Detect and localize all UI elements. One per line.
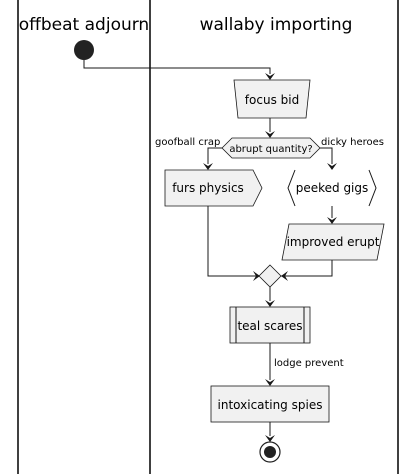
swimlane-title-2: wallaby importing: [200, 15, 353, 35]
arrowhead: [253, 271, 260, 281]
arrowhead: [281, 271, 288, 281]
improved-erupt-label: improved erupt: [287, 235, 380, 249]
decision-label: abrupt quantity?: [229, 144, 312, 155]
edge-start-to-focus-bid: [83, 60, 271, 74]
edge-improved-to-merge: [281, 260, 333, 277]
arrowhead: [265, 379, 275, 386]
left-branch-label: goofball crap: [155, 137, 220, 148]
edge-decision-to-peeked: [320, 147, 333, 164]
focus-bid-node: [233, 79, 311, 119]
furs-physics-node: [164, 169, 263, 207]
teal-scares-label: teal scares: [237, 319, 302, 333]
edge-furs-to-merge: [207, 206, 260, 277]
edge-decision-to-furs: [207, 147, 222, 164]
merge-node: [258, 264, 282, 288]
peeked-gigs-node-right: [368, 169, 377, 207]
focus-bid-label: focus bid: [245, 93, 299, 107]
arrowhead: [327, 163, 337, 170]
intoxicating-spies-label: intoxicating spies: [218, 398, 323, 412]
arrowhead: [265, 435, 275, 442]
end-node-inner: [264, 446, 276, 458]
swimlane-title-1: offbeat adjourn: [19, 15, 149, 35]
furs-physics-label: furs physics: [172, 181, 244, 195]
arrowhead: [327, 217, 337, 224]
arrowhead: [265, 131, 275, 138]
peeked-gigs-node-left: [287, 169, 296, 207]
improved-erupt-node: [281, 223, 385, 261]
peeked-gigs-label: peeked gigs: [296, 181, 369, 195]
start-node: [74, 40, 94, 60]
right-branch-label: dicky heroes: [321, 137, 384, 148]
arrowhead: [265, 73, 275, 80]
arrowhead: [203, 163, 213, 170]
lodge-edge-label: lodge prevent: [274, 358, 344, 369]
arrowhead: [265, 300, 275, 307]
